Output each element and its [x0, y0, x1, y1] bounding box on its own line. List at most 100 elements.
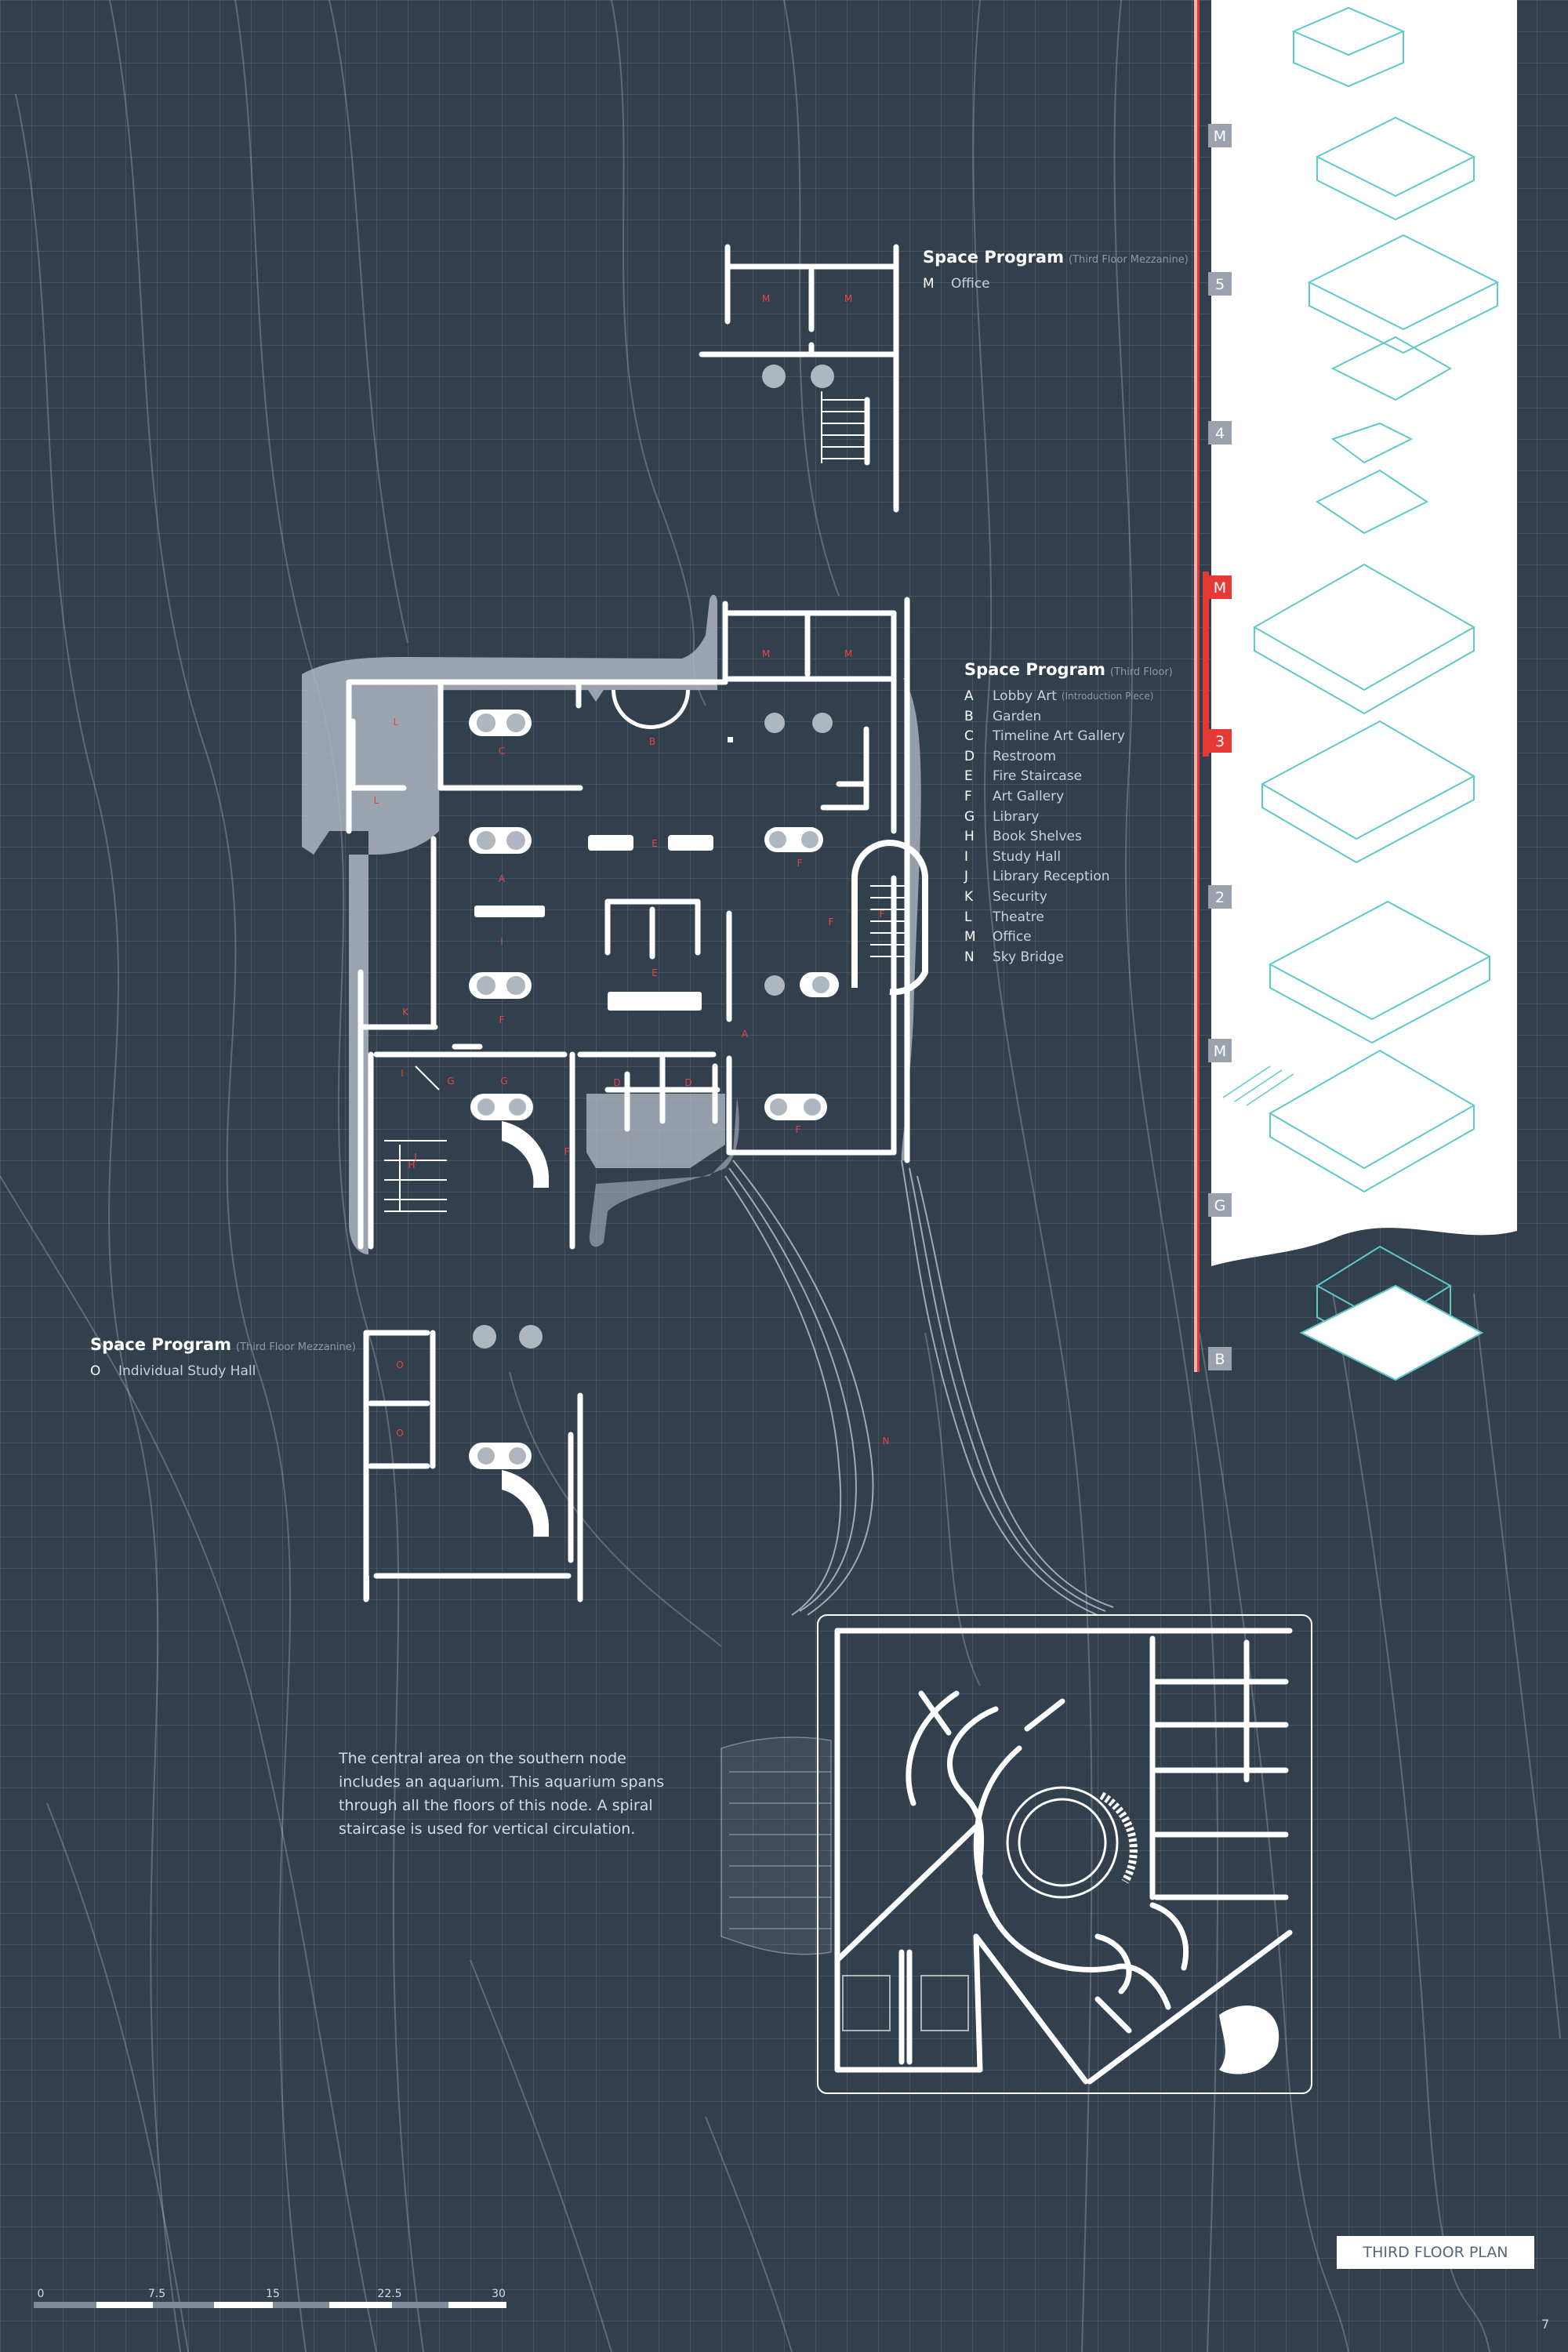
space-program-subtitle: (Third Floor Mezzanine) [1068, 254, 1189, 266]
space-program-item: I Study Hall [964, 848, 1173, 868]
aquarium [1006, 1786, 1119, 1899]
space-program-name: Library Reception [993, 869, 1110, 885]
space-program-letter: O [90, 1363, 101, 1379]
floor-levels-panel [1194, 0, 1517, 1372]
room-label: M [762, 293, 770, 304]
space-program-item: B Garden [964, 707, 1173, 728]
room-label: M [844, 293, 852, 304]
room-label: L [394, 717, 399, 728]
scale-label-7-5: 7.5 [147, 2288, 166, 2300]
node-description: The central area on the southern node in… [339, 1750, 665, 1838]
space-program-name: Theatre [993, 909, 1044, 925]
room-label: F [796, 1124, 801, 1135]
scale-bar [34, 2302, 506, 2308]
space-program-letter: M [923, 276, 935, 292]
level-marker-box [1208, 885, 1232, 909]
room-label: G [447, 1076, 454, 1087]
level-marker-box [1208, 421, 1232, 445]
bridge-ramp [720, 1737, 832, 1955]
axonometric-stack [1222, 6, 1500, 1381]
space-program-item: K Security [964, 887, 1173, 908]
space-program-letter: F [964, 788, 972, 804]
room-label: O [396, 1359, 403, 1370]
space-program-subtitle: (Third Floor Mezzanine) [235, 1341, 356, 1353]
space-program-item: F Art Gallery [964, 787, 1173, 808]
space-program-letter: L [964, 909, 972, 925]
fire-staircase [870, 885, 909, 957]
page-number: 7 [1541, 2317, 1550, 2332]
level-marker-label: M [1214, 128, 1226, 145]
room-label: H [408, 1160, 415, 1171]
scale-label-22-5: 22.5 [377, 2288, 402, 2300]
level-marker-box [1208, 124, 1232, 147]
space-program-name: Study Hall [993, 848, 1062, 865]
space-program-name: Art Gallery [993, 788, 1065, 804]
mezzanine-top-stair [821, 391, 868, 463]
space-program-title: Space Program (Third Floor Mezzanine) [90, 1335, 356, 1354]
room-label: C [499, 746, 505, 757]
space-program-letter: N [964, 949, 975, 965]
space-program-note: (Introduction Piece) [1061, 691, 1154, 702]
room-label: F [499, 1014, 505, 1025]
room-label: J [413, 1152, 417, 1163]
space-program-subtitle: (Third Floor) [1109, 666, 1173, 678]
space-program-letter: K [964, 888, 974, 905]
space-program-letter: J [964, 869, 969, 885]
third-floor-plan [302, 594, 928, 1254]
room-label: L [374, 795, 379, 806]
level-marker-box [1208, 575, 1232, 599]
space-program-name: Fire Staircase [993, 768, 1083, 785]
scale-label-15: 15 [266, 2288, 280, 2300]
space-program-letter: E [964, 768, 973, 785]
room-label: M [844, 648, 852, 659]
level-marker-box [1208, 272, 1232, 296]
space-program-letter: I [964, 848, 969, 865]
room-label: M [762, 648, 770, 659]
space-program-item: M Office [964, 927, 1173, 948]
level-marker-box [1208, 1347, 1232, 1370]
room-label: N [883, 1436, 890, 1446]
space-program-item: E Fire Staircase [964, 767, 1173, 787]
space-program-letter: C [964, 728, 974, 745]
space-program-name: Garden [993, 708, 1042, 724]
space-program-mezzanine-top: Space Program(Third Floor Mezzanine) M O… [923, 248, 1189, 295]
room-label: A [742, 1029, 749, 1040]
space-program-heading: Space Program [90, 1335, 231, 1354]
room-label: B [649, 736, 655, 747]
room-label: E [652, 967, 658, 978]
level-marker-label: M [1214, 579, 1226, 597]
room-label: F [564, 1146, 570, 1157]
room-label: D [684, 1077, 691, 1088]
sky-bridge [724, 1160, 1114, 1616]
level-marker-label: M [1214, 1043, 1226, 1060]
space-program-name: Book Shelves [993, 829, 1082, 845]
space-program-name: Lobby Art [993, 688, 1057, 704]
room-label: F [829, 916, 834, 927]
space-program-name: Security [993, 888, 1047, 905]
space-program-title: Space Program(Third Floor Mezzanine) [923, 248, 1189, 267]
room-label: E [652, 838, 658, 849]
scale-label-0: 0 [37, 2288, 45, 2300]
space-program-list: O Individual Study Hall [90, 1362, 356, 1382]
space-program-name: Office [993, 929, 1032, 946]
level-marker-label: 4 [1215, 425, 1225, 442]
space-program-letter: B [964, 708, 974, 724]
space-program-item: L Theatre [964, 908, 1173, 928]
mezzanine-bottom-plan [363, 1330, 583, 1602]
space-program-item: M Office [923, 274, 1189, 295]
room-label: A [499, 873, 506, 884]
room-label: G [500, 1076, 507, 1087]
room-label: D [613, 1077, 620, 1088]
space-program-letter: M [964, 929, 976, 946]
space-program-mezzanine-bottom: Space Program (Third Floor Mezzanine) O I… [90, 1335, 356, 1382]
plan-title: THIRD FLOOR PLAN [1337, 2236, 1534, 2269]
